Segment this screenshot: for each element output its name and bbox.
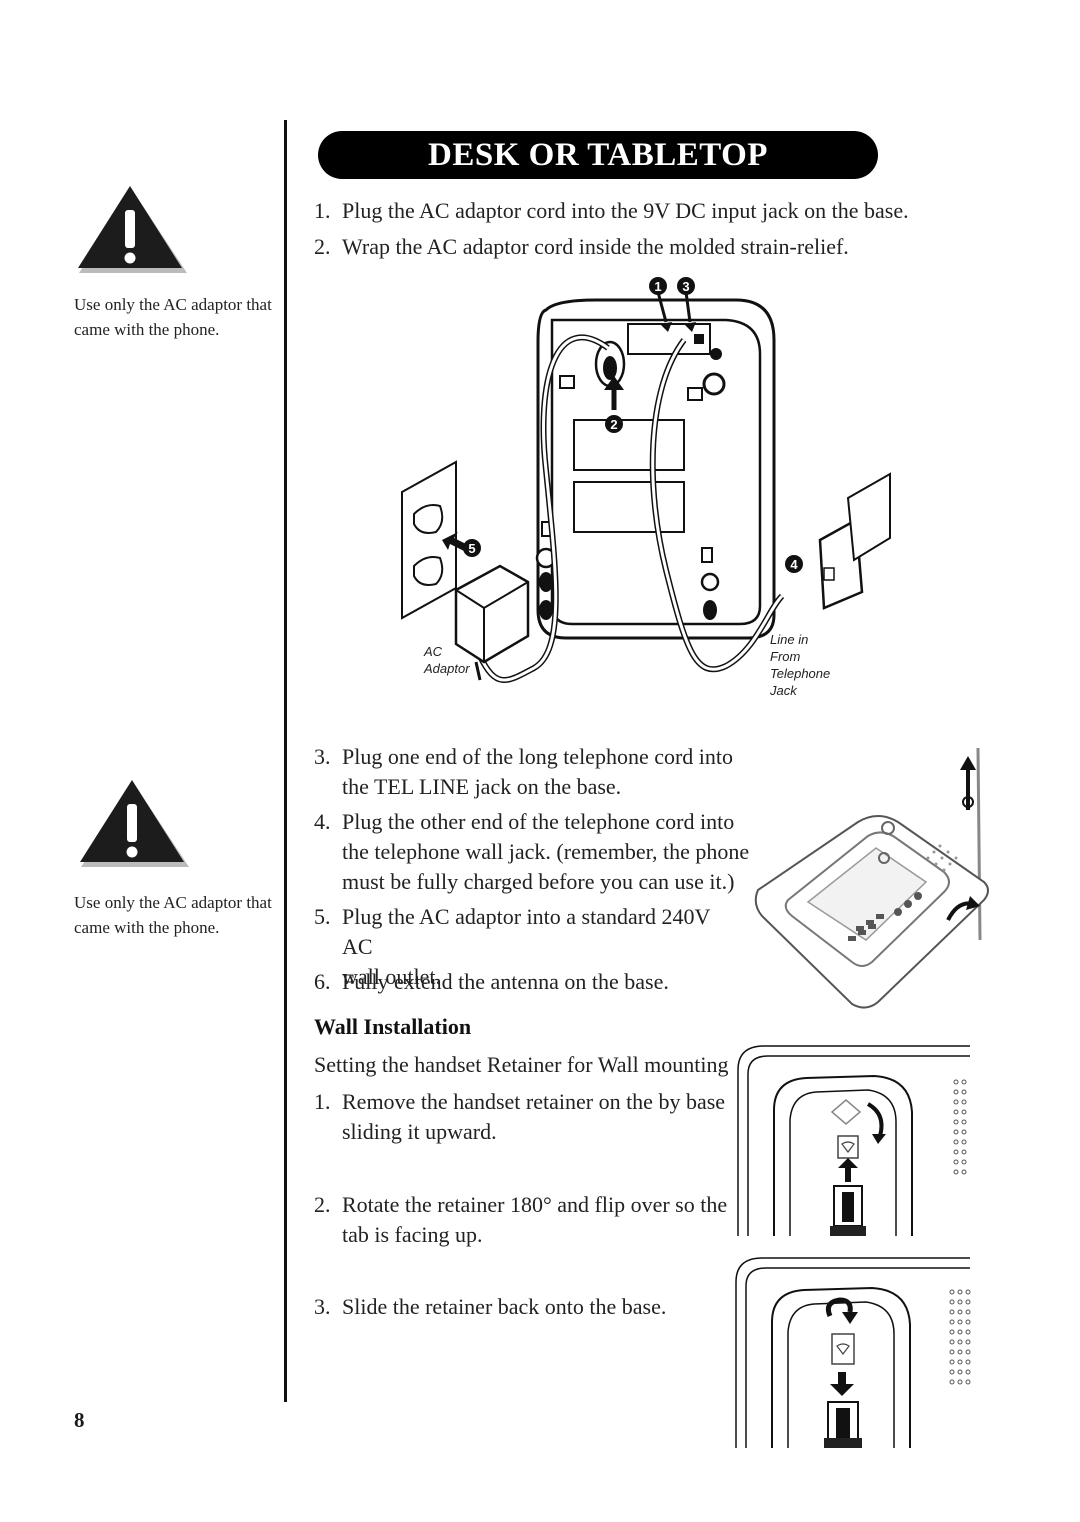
section-intro: Setting the handset Retainer for Wall mo… — [314, 1052, 729, 1077]
step-line: Plug the other end of the telephone cord… — [342, 809, 735, 834]
step-number: 5. — [314, 904, 331, 929]
base-connection-diagram: 1 3 2 5 4 AC Adaptor Line in From Teleph… — [401, 277, 891, 698]
step-item: 1. Plug the AC adaptor cord into the 9V … — [314, 196, 914, 228]
caution-note: Use only the AC adaptor that came with t… — [74, 890, 279, 940]
callout-number: 1 — [654, 279, 661, 294]
step-item: 6. Fully extend the antenna on the base. — [314, 967, 744, 999]
figure-label: Line in — [770, 632, 808, 647]
warning-icon — [78, 186, 187, 273]
step-number: 2. — [314, 234, 331, 259]
figure-label: Adaptor — [423, 661, 470, 676]
step-text: Rotate the retainer 180° and flip over s… — [342, 1190, 727, 1250]
step-item: 2. Rotate the retainer 180° and flip ove… — [314, 1190, 734, 1250]
step-line: wall outlet. — [342, 964, 441, 989]
step-item: 3. Plug one end of the long telephone co… — [314, 742, 744, 802]
callout-number: 2 — [610, 417, 617, 432]
step-line: Plug one end of the long telephone cord … — [342, 744, 734, 769]
caution-line: Use only the AC adaptor that — [74, 893, 272, 912]
step-item: 2. Wrap the AC adaptor cord inside the m… — [314, 232, 914, 264]
caution-line: came with the phone. — [74, 918, 220, 937]
step-number: 1. — [314, 198, 331, 223]
callout-number: 5 — [468, 541, 475, 556]
step-text: Remove the handset retainer on the by ba… — [342, 1087, 725, 1147]
step-text: Plug the other end of the telephone cord… — [342, 807, 749, 897]
step-number: 2. — [314, 1192, 331, 1217]
step-text: Slide the retainer back onto the base. — [342, 1294, 667, 1319]
step-text: Plug one end of the long telephone cord … — [342, 742, 733, 802]
step-item: 3. Slide the retainer back onto the base… — [314, 1292, 734, 1324]
step-line: Remove the handset retainer on the by ba… — [342, 1089, 726, 1114]
step-item: 1. Remove the handset retainer on the by… — [314, 1087, 734, 1147]
caution-line: came with the phone. — [74, 320, 220, 339]
margin-rule — [284, 120, 287, 1402]
step-text: Wrap the AC adaptor cord inside the mold… — [342, 234, 849, 259]
step-line: the telephone wall jack. (remember, the … — [342, 839, 750, 864]
step-line: must be fully charged before you can use… — [342, 869, 735, 894]
page-number: 8 — [74, 1408, 85, 1432]
step-line: sliding it upward. — [342, 1119, 497, 1144]
step-line: the TEL LINE jack on the base. — [342, 774, 622, 799]
figure-label: Jack — [769, 683, 798, 698]
step-item: 4. Plug the other end of the telephone c… — [314, 807, 754, 899]
caution-note: Use only the AC adaptor that came with t… — [74, 292, 279, 342]
caution-line: Use only the AC adaptor that — [74, 295, 272, 314]
section-heading: Wall Installation — [314, 1014, 472, 1039]
warning-icon — [80, 780, 189, 867]
step-text: Plug the AC adaptor cord into the 9V DC … — [342, 198, 909, 223]
callout-number: 3 — [682, 279, 689, 294]
step-number: 3. — [314, 1294, 331, 1319]
callout-number: 4 — [790, 557, 798, 572]
step-line: tab is facing up. — [342, 1222, 483, 1247]
page-title: DESK OR TABLETOP INSTALLATION — [318, 131, 878, 221]
figure-label: Telephone — [770, 666, 830, 681]
retainer-removal-diagram — [737, 1045, 970, 1236]
step-item: 5. Plug the AC adaptor into a standard 2… — [314, 902, 744, 989]
figure-label: From — [770, 649, 801, 664]
figure-label: AC — [423, 644, 443, 659]
step-line: Plug the AC adaptor into a standard 240V… — [342, 904, 711, 959]
step-text: Plug the AC adaptor into a standard 240V… — [342, 902, 744, 992]
step-number: 4. — [314, 809, 331, 834]
step-number: 1. — [314, 1089, 331, 1114]
step-number: 6. — [314, 969, 331, 994]
step-number: 3. — [314, 744, 331, 769]
retainer-replace-diagram — [735, 1257, 971, 1448]
base-antenna-diagram — [754, 747, 989, 1009]
step-text: Fully extend the antenna on the base. — [342, 969, 669, 994]
step-line: Rotate the retainer 180° and flip over s… — [342, 1192, 728, 1217]
